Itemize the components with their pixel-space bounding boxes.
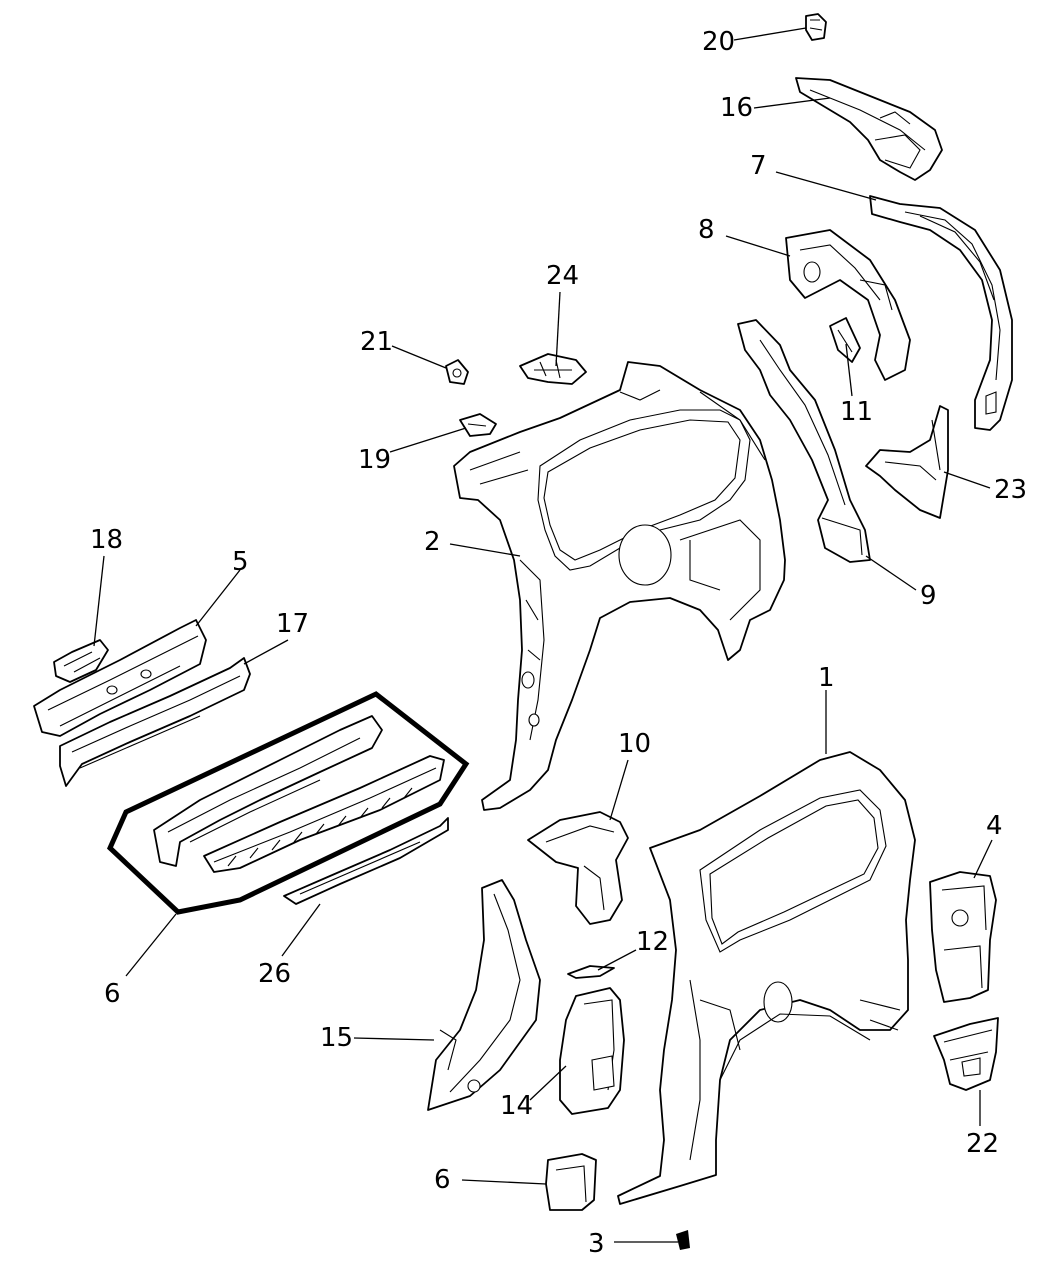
callout-4: 4 <box>986 811 1003 841</box>
callout-2: 2 <box>424 527 441 557</box>
callout-24: 24 <box>546 261 579 291</box>
callout-labels: 1 2 3 4 5 6 6 7 8 9 10 11 12 14 15 16 17… <box>90 27 1027 1259</box>
callout-22: 22 <box>966 1129 999 1159</box>
callout-17: 17 <box>276 609 309 639</box>
part-11 <box>829 317 861 363</box>
part-6-assembly <box>153 715 445 873</box>
part-7 <box>869 195 1013 431</box>
callout-7: 7 <box>750 151 767 181</box>
callout-10: 10 <box>618 729 651 759</box>
callout-11: 11 <box>840 397 873 427</box>
part-1 <box>617 751 916 1205</box>
callout-9: 9 <box>920 581 937 611</box>
part-17 <box>59 657 251 787</box>
part-3 <box>676 1230 690 1250</box>
callout-23: 23 <box>994 475 1027 505</box>
part-26 <box>283 817 449 905</box>
part-16 <box>795 77 943 181</box>
part-6-lower <box>545 1153 597 1211</box>
assembly-frame-6 <box>106 691 470 915</box>
callout-16: 16 <box>720 93 753 123</box>
callout-15: 15 <box>320 1023 353 1053</box>
part-20 <box>805 13 827 41</box>
callout-14: 14 <box>500 1091 533 1121</box>
part-8 <box>785 229 911 381</box>
part-4 <box>929 871 997 1003</box>
part-21 <box>445 359 469 385</box>
part-24 <box>519 353 587 385</box>
part-18 <box>53 639 109 683</box>
part-14 <box>559 987 625 1115</box>
callout-21: 21 <box>360 327 393 357</box>
callout-6-lower: 6 <box>434 1165 451 1195</box>
part-10 <box>527 811 629 925</box>
part-19 <box>459 413 497 437</box>
callout-18: 18 <box>90 525 123 555</box>
part-12 <box>567 965 615 979</box>
part-9 <box>737 319 871 563</box>
callout-12: 12 <box>636 927 669 957</box>
callout-8: 8 <box>698 215 715 245</box>
callout-20: 20 <box>702 27 735 57</box>
part-5 <box>33 619 207 737</box>
callout-3: 3 <box>588 1229 605 1259</box>
part-2 <box>453 361 786 811</box>
callout-5: 5 <box>232 547 249 577</box>
leader-lines <box>93 27 993 1243</box>
callout-26: 26 <box>258 959 291 989</box>
part-22 <box>933 1017 999 1091</box>
callout-19: 19 <box>358 445 391 475</box>
part-15 <box>427 879 541 1111</box>
callout-6-upper: 6 <box>104 979 121 1009</box>
callout-1: 1 <box>818 663 835 693</box>
part-23 <box>865 405 949 519</box>
